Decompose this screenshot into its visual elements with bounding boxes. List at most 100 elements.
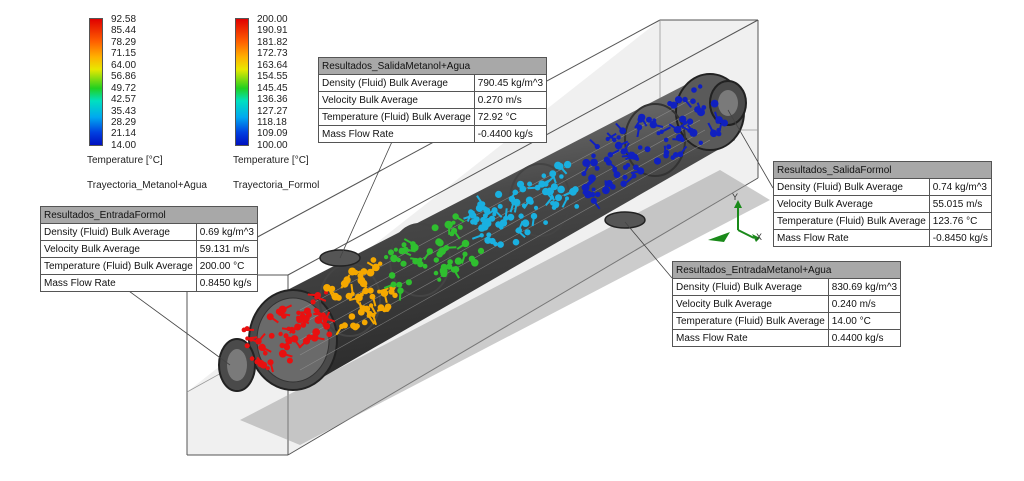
particle-streak <box>484 209 495 217</box>
particle-marker <box>341 322 348 329</box>
particle-streak <box>493 209 503 218</box>
legend-trajectory-name: Trayectoria_Formol <box>233 180 320 191</box>
row-label: Temperature (Fluid) Bulk Average <box>773 212 930 230</box>
particle-marker <box>436 239 444 247</box>
particle-marker <box>637 145 643 150</box>
legend-tick-label: 163.64 <box>257 59 288 71</box>
particle-marker <box>554 161 562 170</box>
particle-marker <box>367 287 374 294</box>
particle-marker <box>541 173 547 178</box>
particle-streak <box>378 287 389 293</box>
legend-color-bar <box>89 18 103 146</box>
particle-streak <box>531 215 535 227</box>
legend-tick-label: 49.72 <box>111 82 137 94</box>
legend-tick-label: 118.18 <box>257 116 287 128</box>
particle-streak <box>592 200 601 210</box>
particle-streak <box>680 125 690 132</box>
table-title: Resultados_SalidaFormol <box>773 161 992 179</box>
particle-streak <box>509 202 515 213</box>
particle-streak <box>527 186 538 190</box>
row-value: 200.00 °C <box>195 257 258 275</box>
row-value: 72.92 °C <box>473 108 548 126</box>
particle-marker <box>396 281 403 288</box>
particle-marker <box>715 116 723 124</box>
particle-marker <box>590 158 598 167</box>
particle-streak <box>256 356 265 366</box>
table-salida-metanol[interactable]: Resultados_SalidaMetanol+Agua Density (F… <box>317 57 548 143</box>
particle-streak <box>707 122 714 133</box>
particle-marker <box>433 257 439 263</box>
particle-marker <box>471 259 479 267</box>
row-value: 55.015 m/s <box>928 195 992 213</box>
row-label: Mass Flow Rate <box>318 125 475 143</box>
particle-streak <box>366 261 377 269</box>
particle-streak <box>383 283 394 290</box>
particle-marker <box>594 165 600 171</box>
row-label: Velocity Bulk Average <box>40 240 197 258</box>
axis-y-label: Y <box>732 192 738 202</box>
particle-marker <box>405 279 412 286</box>
particle-marker <box>633 164 639 171</box>
particle-streak <box>508 191 517 202</box>
particle-marker <box>652 118 657 123</box>
particle-streak <box>696 102 702 113</box>
particle-marker <box>410 243 419 252</box>
particle-marker <box>690 98 696 104</box>
particle-streak <box>453 230 461 240</box>
particle-marker <box>322 322 328 328</box>
particle-marker <box>674 96 683 104</box>
particle-marker <box>422 263 428 269</box>
particle-streak <box>483 218 494 222</box>
legend-tick-label: 181.82 <box>257 36 288 48</box>
particle-marker <box>393 247 398 252</box>
particle-streak <box>403 238 414 245</box>
particle-streak <box>282 352 293 358</box>
particle-marker <box>682 120 688 125</box>
legend-tick-label: 56.86 <box>111 71 137 83</box>
particle-streak <box>668 123 679 131</box>
table-entrada-metanol[interactable]: Resultados_EntradaMetanol+Agua Density (… <box>671 261 902 347</box>
table-entrada-formol[interactable]: Resultados_EntradaFormol Density (Fluid)… <box>40 206 258 292</box>
particle-streak <box>423 250 431 261</box>
particle-marker <box>666 144 672 150</box>
particle-streak <box>517 229 526 239</box>
particle-streak <box>672 138 683 141</box>
particle-marker <box>268 332 275 339</box>
particle-marker <box>721 119 728 127</box>
particle-marker <box>417 260 424 268</box>
particle-marker <box>557 185 565 194</box>
particle-streak <box>661 126 671 133</box>
particle-streak <box>298 310 309 314</box>
particle-marker <box>291 329 296 334</box>
particle-marker <box>360 268 368 275</box>
row-value: 123.76 °C <box>928 212 992 230</box>
particle-marker <box>527 181 533 187</box>
particle-marker <box>312 328 321 336</box>
particle-marker <box>352 323 359 331</box>
particle-marker <box>285 336 293 344</box>
particle-marker <box>698 84 703 89</box>
legend-tick-label: 28.29 <box>111 116 137 128</box>
particle-marker <box>283 343 291 351</box>
legend-tick-label: 200.00 <box>257 14 288 25</box>
particle-marker <box>392 292 398 298</box>
particle-marker <box>591 187 596 192</box>
particle-streak <box>269 362 274 373</box>
particle-marker <box>452 266 460 273</box>
particle-streak <box>609 149 620 156</box>
particle-marker <box>555 194 562 202</box>
particle-marker <box>613 171 621 179</box>
row-value: 0.74 kg/m^3 <box>928 178 992 196</box>
table-salida-formol[interactable]: Resultados_SalidaFormol Density (Fluid) … <box>773 161 992 247</box>
particle-marker <box>329 285 336 292</box>
particle-streak <box>324 311 331 322</box>
particle-marker <box>602 186 610 195</box>
particle-marker <box>646 116 652 123</box>
